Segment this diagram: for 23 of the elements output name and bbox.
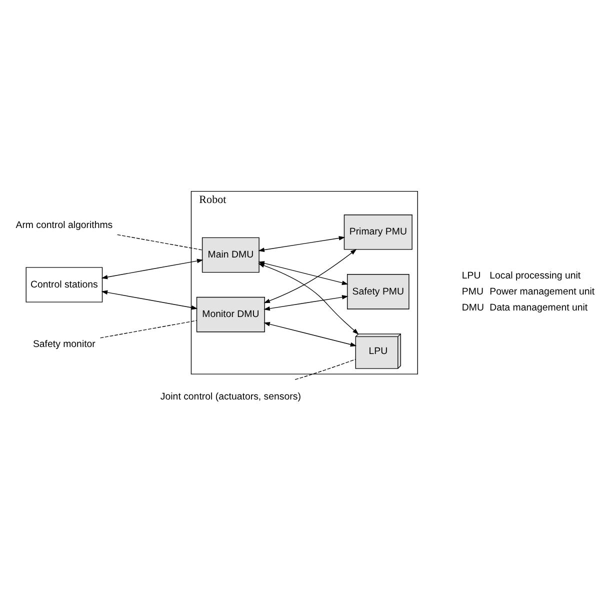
label: Local processing unit (490, 270, 581, 282)
label: DMU (462, 302, 484, 314)
arrow (101, 258, 204, 279)
node-text: Joint control (actuators, sensors) (160, 390, 301, 402)
connector (294, 358, 356, 380)
node-text: Arm control algorithms (16, 219, 113, 230)
arrow (264, 294, 348, 310)
node-box: Main DMU (202, 236, 260, 272)
connector (117, 234, 202, 250)
arrow (258, 236, 346, 252)
arrow (101, 290, 198, 310)
node-box: Monitor DMU (196, 296, 265, 332)
label: PMU (462, 286, 484, 298)
node-box: Safety PMU (347, 274, 410, 309)
node-box: Control stations (26, 266, 103, 302)
arrow (264, 322, 357, 346)
node-box: Primary PMU (344, 214, 412, 250)
label: Power management unit (490, 286, 595, 298)
connector (100, 320, 197, 338)
node-text: Safety monitor (32, 338, 96, 350)
label: Data management unit (490, 302, 588, 314)
arrow (264, 248, 357, 303)
label: LPU (462, 270, 481, 282)
